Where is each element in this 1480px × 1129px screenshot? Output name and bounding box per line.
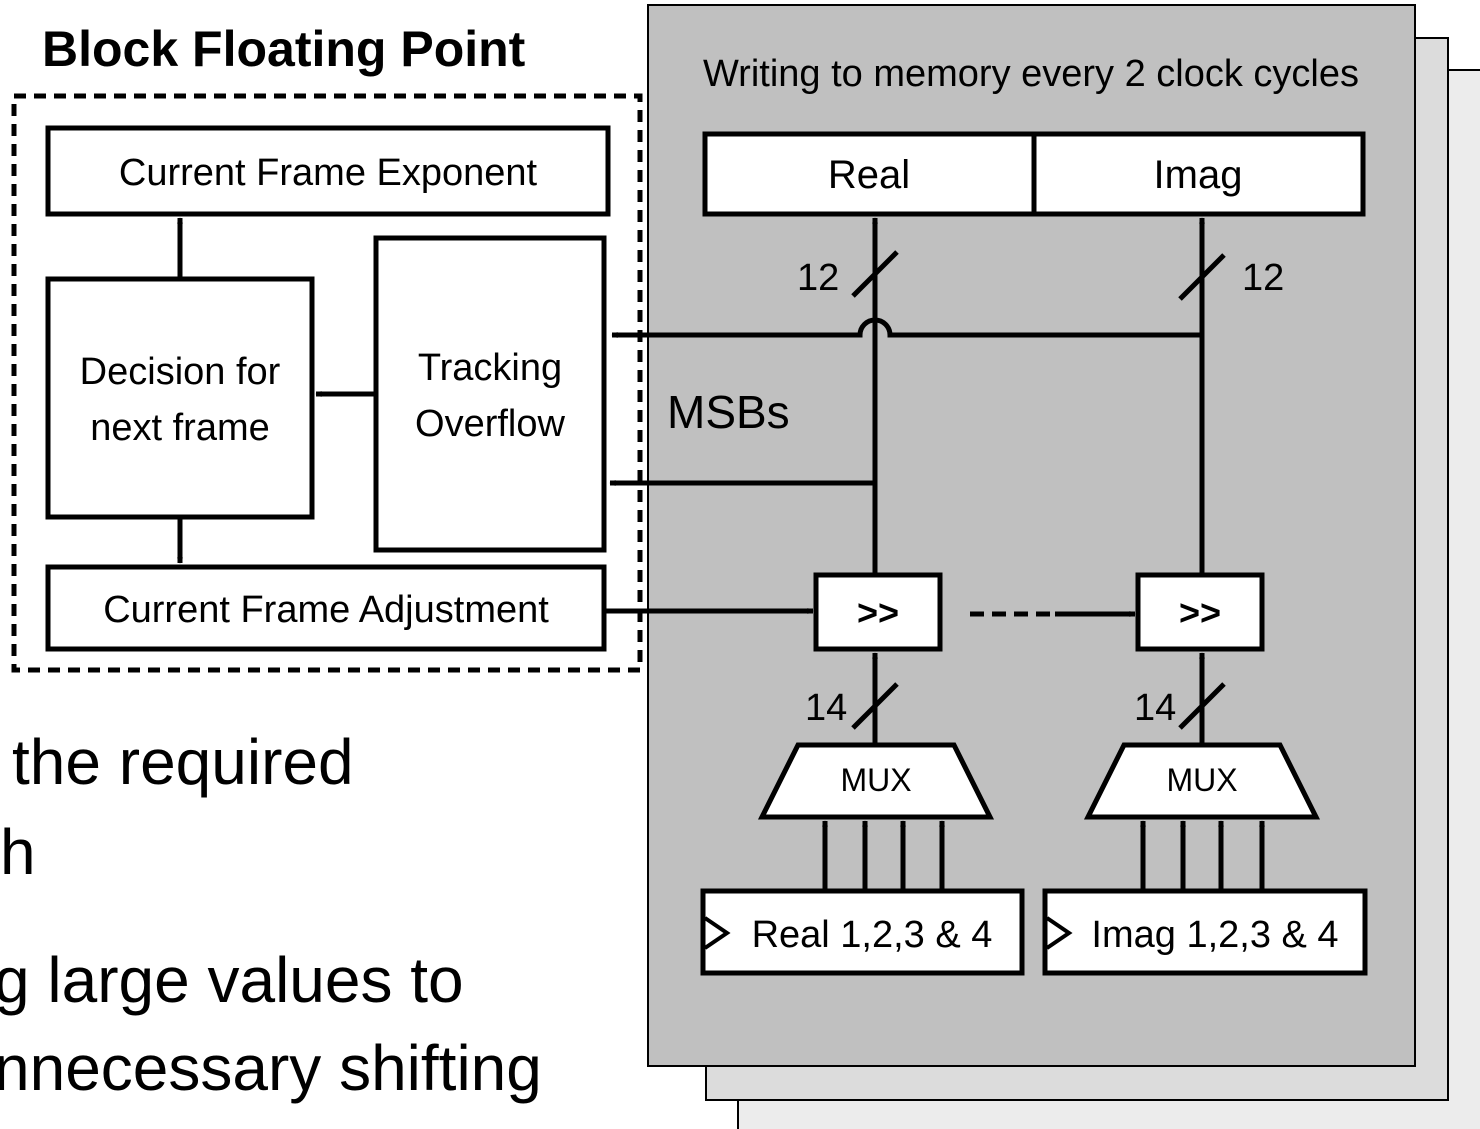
real-register-clock-icon: [703, 916, 731, 950]
diagram-title: Block Floating Point: [42, 21, 526, 77]
background-text-line1: the required: [12, 726, 354, 798]
imag-mux: [1083, 742, 1321, 820]
panel-caption: Writing to memory every 2 clock cycles: [703, 53, 1359, 95]
exponent-box: [45, 125, 611, 217]
real-output-width: 12: [797, 257, 839, 299]
real-register-label: Real 1,2,3 & 4: [752, 914, 993, 956]
imag-register-label: Imag 1,2,3 & 4: [1091, 914, 1338, 956]
imag-output-slash: [1178, 253, 1226, 301]
imag-input-width: 14: [1134, 687, 1176, 729]
real-shifter-label: >>: [857, 592, 899, 633]
adjustment-box: [45, 564, 607, 652]
background-text-line2: h: [0, 816, 36, 888]
real-register-box: [700, 888, 1025, 976]
imag-shifter-box: [1135, 572, 1265, 652]
imag-register-clock-icon: [1045, 916, 1073, 950]
imag-register-box: [1042, 888, 1368, 976]
decision-label-line1: Decision for: [80, 351, 281, 393]
real-mux-output-slash: [851, 682, 899, 730]
imag-output-width: 12: [1242, 257, 1284, 299]
imag-mux-label: MUX: [1166, 762, 1237, 798]
tracking-label-line1: Tracking: [418, 347, 562, 389]
exponent-label: Current Frame Exponent: [119, 152, 538, 194]
real-shifter-box: [813, 572, 943, 652]
real-mux: [757, 742, 995, 820]
real-mux-label: MUX: [840, 762, 911, 798]
memory-imag-label: Imag: [1154, 153, 1243, 197]
imag-mux-output-slash: [1178, 682, 1226, 730]
tracking-overflow-box: [373, 235, 607, 553]
tracking-label-line2: Overflow: [415, 403, 565, 445]
real-input-width: 14: [805, 687, 847, 729]
decision-box: [45, 276, 315, 520]
background-text-line3: g large values to: [0, 944, 464, 1016]
real-output-slash: [851, 250, 899, 298]
adjustment-label: Current Frame Adjustment: [103, 589, 549, 631]
background-text-line4: nnecessary shifting: [0, 1032, 542, 1104]
decision-label-line2: next frame: [90, 407, 270, 449]
imag-shifter-label: >>: [1179, 592, 1221, 633]
imag-msb-wire: [611, 317, 1202, 338]
memory-real-label: Real: [828, 153, 910, 197]
msbs-label: MSBs: [667, 386, 790, 438]
